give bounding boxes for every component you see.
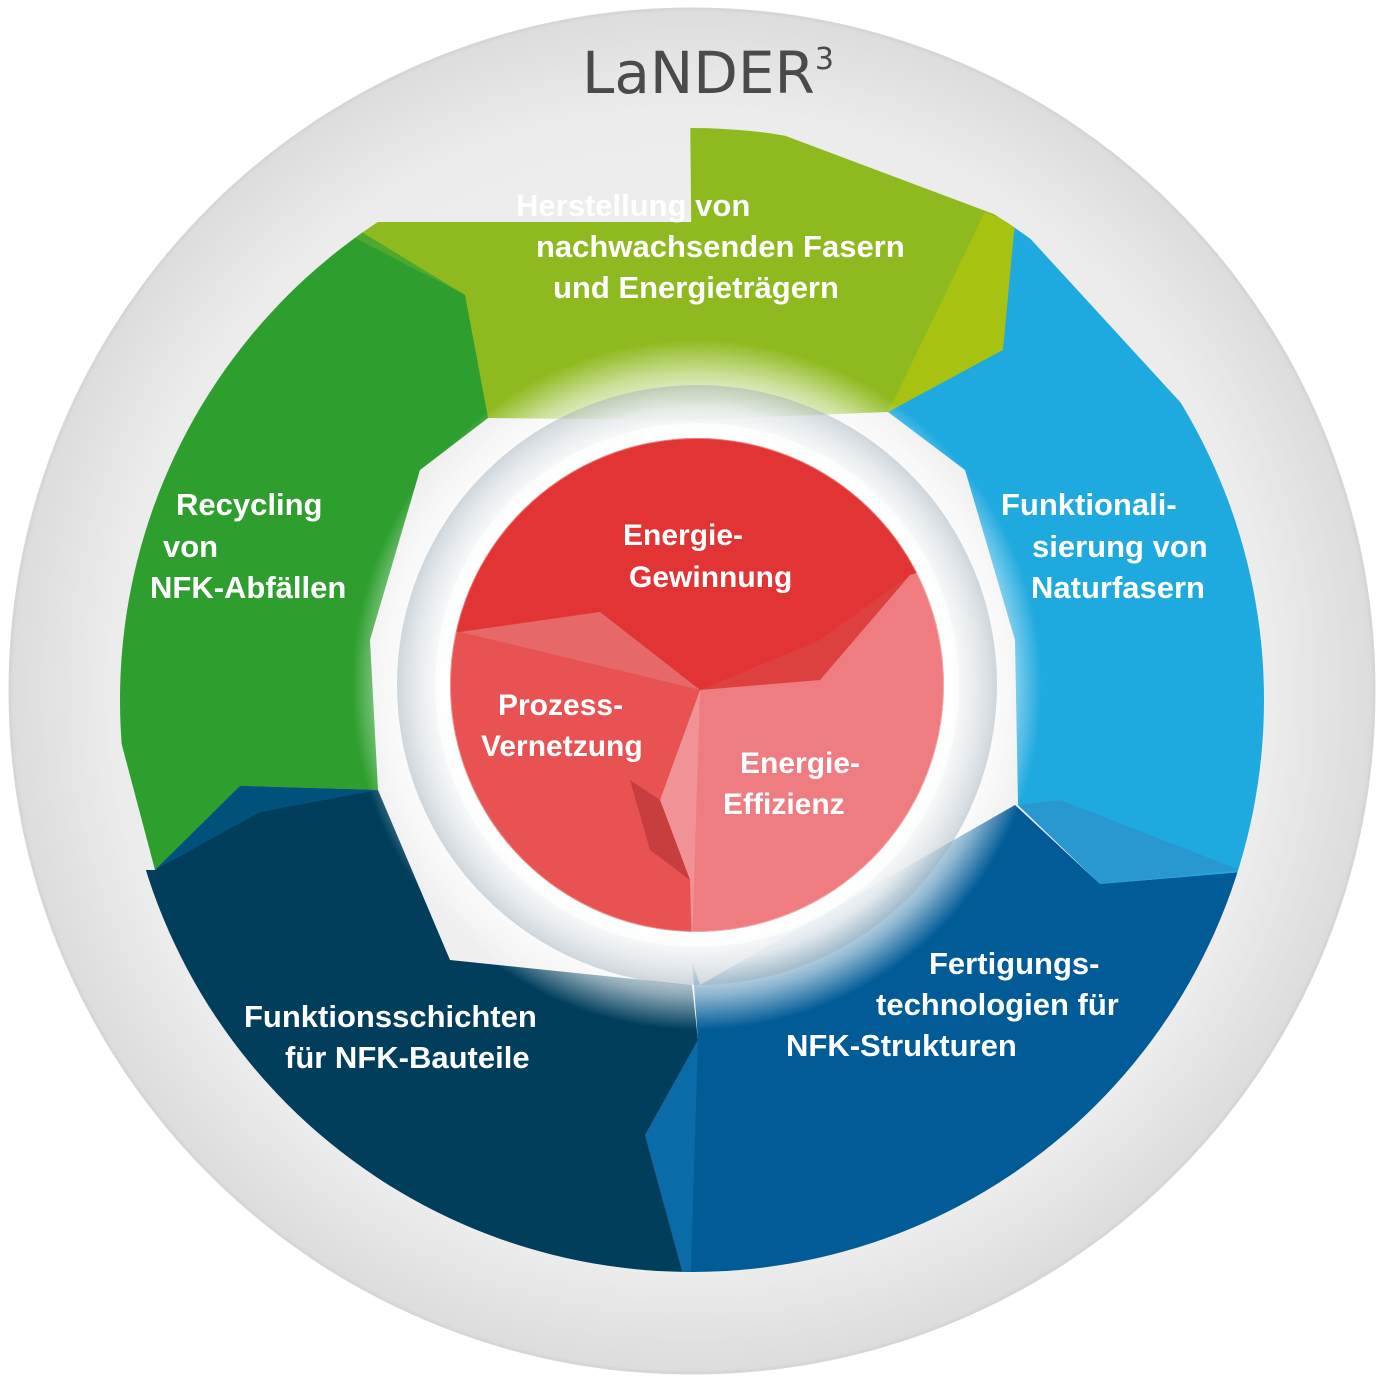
- label-line: Recycling: [176, 487, 322, 522]
- title-superscript: 3: [815, 42, 834, 77]
- label-line: Vernetzung: [481, 730, 643, 763]
- segment-label-herstellung: Herstellung von nachwachsenden Fasern un…: [516, 188, 905, 305]
- label-line: Naturfasern: [1031, 570, 1205, 605]
- outer-ring-rim: [8, 7, 1376, 1375]
- title: LaNDER3: [582, 39, 834, 107]
- title-main: LaNDER: [582, 39, 815, 107]
- label-line: NFK-Strukturen: [786, 1028, 1017, 1063]
- segment-label-fertigung: Fertigungs- technologien für NFK-Struktu…: [786, 946, 1119, 1063]
- segment-label-funktionsschichten: Funktionsschichten für NFK-Bauteile: [244, 999, 537, 1075]
- segment-label-funktionalisierung: Funktionali- sierung von Naturfasern: [1001, 487, 1208, 605]
- label-line: Funktionali-: [1001, 487, 1177, 522]
- segment-label-recycling: Recycling von NFK-Abfällen: [150, 487, 346, 605]
- core-disc: [450, 438, 944, 932]
- segment-funktionalisierung: [888, 222, 1264, 884]
- core-label-gewinnung: Energie- Gewinnung: [623, 519, 792, 594]
- label-line: für NFK-Bauteile: [285, 1040, 530, 1075]
- label-line: von: [163, 529, 218, 564]
- label-line: Prozess-: [498, 689, 623, 722]
- core-label-vernetzung: Prozess- Vernetzung: [481, 689, 643, 763]
- label-line: nachwachsenden Fasern: [536, 229, 905, 264]
- label-line: und Energieträgern: [553, 270, 839, 305]
- core-gewinnung: [450, 438, 944, 690]
- label-line: Fertigungs-: [929, 946, 1100, 981]
- label-line: technologien für: [876, 987, 1119, 1022]
- label-line: Funktionsschichten: [244, 999, 537, 1034]
- label-line: Energie-: [623, 519, 743, 552]
- label-line: Herstellung von: [516, 188, 750, 223]
- label-line: sierung von: [1032, 529, 1208, 564]
- label-line: NFK-Abfällen: [150, 570, 346, 605]
- label-line: Gewinnung: [629, 561, 792, 594]
- core-label-effizienz: Energie- Effizienz: [723, 747, 860, 821]
- label-line: Effizienz: [723, 788, 845, 821]
- label-line: Energie-: [740, 747, 860, 780]
